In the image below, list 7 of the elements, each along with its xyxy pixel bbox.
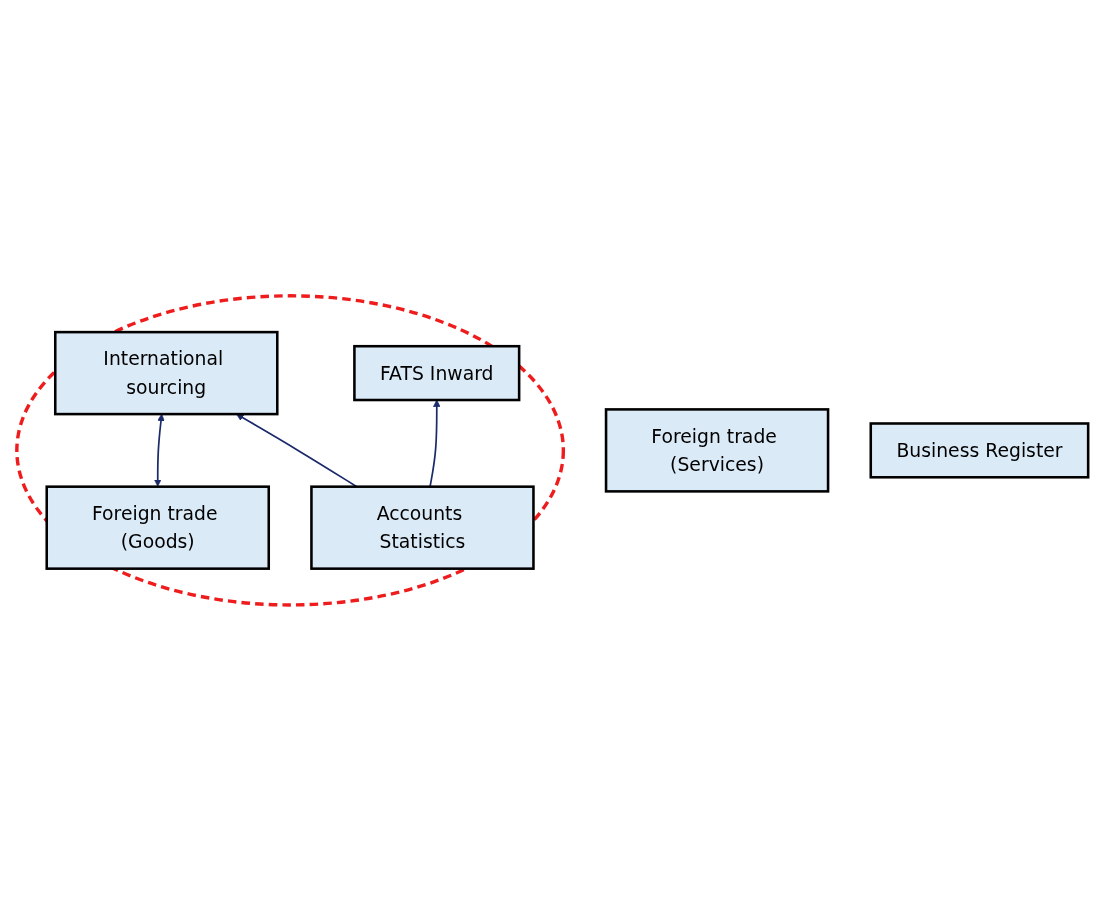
node-box: Accounts Statistics xyxy=(310,485,535,570)
node-box: Foreign trade (Services) xyxy=(604,407,830,493)
arrow xyxy=(154,413,165,487)
node-box: Foreign trade (Goods) xyxy=(45,485,271,570)
node-box: FATS Inward xyxy=(353,344,521,401)
node-box: International sourcing xyxy=(54,330,279,415)
node-box: Business Register xyxy=(869,421,1090,479)
